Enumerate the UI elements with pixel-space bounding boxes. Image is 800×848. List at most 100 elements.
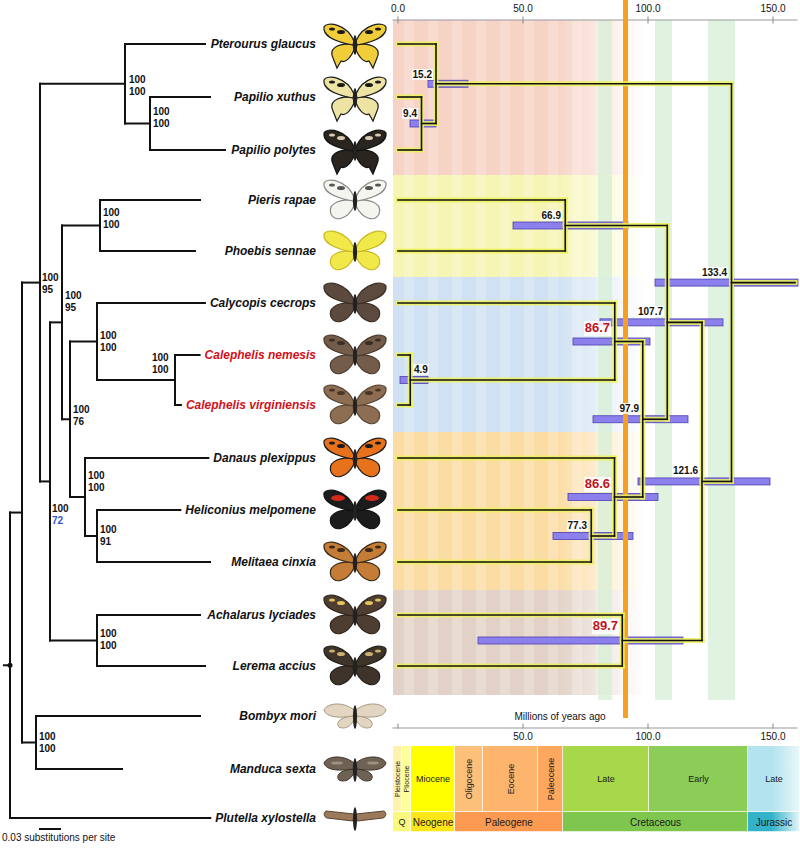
phylogram-branch <box>62 225 100 227</box>
butterfly-hindwing <box>330 458 354 477</box>
moth-hindwing <box>338 769 354 781</box>
insect-body <box>353 191 357 211</box>
butterfly-hindwing <box>356 355 380 374</box>
species-name: Lerema accius <box>233 658 316 674</box>
axis-title: Millions of years ago <box>514 711 605 723</box>
butterfly-hindwing <box>356 303 380 322</box>
wing-spot <box>365 652 373 656</box>
chronogram-branch <box>398 250 565 252</box>
butterfly-hindwing <box>330 666 354 685</box>
support-value: 100 <box>103 207 120 219</box>
support-value: 100 <box>100 330 117 342</box>
wing-spot <box>329 649 335 652</box>
butterfly-hindwing <box>356 666 380 685</box>
support-value: 91 <box>100 536 111 548</box>
butterfly-forewing <box>356 77 386 98</box>
butterfly-forewing <box>324 646 354 667</box>
wing-spot <box>365 30 373 34</box>
moth-hindwing <box>338 716 354 728</box>
chronogram-branch <box>398 96 422 98</box>
butterfly-hindwing <box>332 97 354 121</box>
wing-mark <box>367 761 379 764</box>
time-axis <box>393 20 797 21</box>
support-value: 100 <box>52 503 69 515</box>
node-age: 15.2 <box>412 69 433 81</box>
node-age: 86.6 <box>584 477 611 492</box>
wing-spot <box>337 341 345 345</box>
branch-glow <box>591 534 614 539</box>
phylogram-branch <box>50 640 97 642</box>
wing-spot <box>375 598 381 601</box>
support-value: 72 <box>52 515 63 527</box>
butterfly-forewing <box>356 335 386 356</box>
chronogram-branch <box>732 282 796 284</box>
timescale-label: Paleogene <box>485 817 533 828</box>
butterfly-forewing <box>356 180 386 201</box>
butterfly-forewing <box>356 542 386 563</box>
insect-body <box>353 294 357 314</box>
support-value: 100 <box>42 272 59 284</box>
phylogram-branch <box>36 768 122 770</box>
branch-glow <box>398 456 615 461</box>
scale-bar-label: 0.03 substitutions per site <box>2 832 115 844</box>
phylogram-branch <box>100 199 200 201</box>
species-name: Heliconius melpomene <box>185 502 316 518</box>
epoch-cell: Late <box>563 746 649 812</box>
axis-tick <box>398 724 399 728</box>
wing-spot <box>365 341 373 345</box>
wing-spot <box>375 80 381 83</box>
phylogram-branch <box>85 535 97 537</box>
moth-forewing <box>356 757 386 770</box>
butterfly-hindwing <box>356 97 378 121</box>
butterfly-hindwing <box>332 44 354 68</box>
phylogram-branch <box>150 96 210 98</box>
epoch-cell: Miocene <box>411 746 455 812</box>
insect-body <box>353 449 357 469</box>
species-name: Phoebis sennae <box>225 243 316 259</box>
insect-body <box>353 657 357 677</box>
axis-tick-label: 0.0 <box>391 3 405 15</box>
timescale-label: Miocene <box>416 774 450 784</box>
butterfly-forewing <box>356 385 386 406</box>
node-age: 97.9 <box>619 403 640 415</box>
hpd-bar <box>600 319 723 326</box>
chronogram-branch <box>622 640 702 642</box>
node-age: 121.6 <box>672 465 699 477</box>
wing-spot <box>337 186 345 190</box>
chronogram-branch <box>410 379 615 381</box>
branch-glow <box>615 339 643 344</box>
root-dot <box>8 663 13 668</box>
butterfly-forewing <box>324 24 354 45</box>
branch-glow <box>398 249 565 254</box>
stage-stripe <box>708 20 735 700</box>
butterfly-hindwing <box>330 200 354 219</box>
wing-spot <box>337 444 345 448</box>
branch-glow <box>398 508 591 513</box>
scale-bar <box>40 828 60 830</box>
wing-spot <box>365 136 373 140</box>
support-value: 100 <box>152 352 169 364</box>
support-value: 95 <box>65 302 76 314</box>
species-name: Calycopis cecrops <box>210 295 316 311</box>
wing-spot <box>337 83 345 87</box>
moth-wing <box>324 811 354 821</box>
wing-spot <box>329 183 335 186</box>
butterfly-hindwing <box>330 562 354 581</box>
butterfly-forewing <box>356 283 386 304</box>
phylogram-branch <box>125 43 205 45</box>
butterfly-hindwing <box>356 458 380 477</box>
timescale-label: Jurassic <box>756 817 793 828</box>
insect-body <box>353 396 357 416</box>
wing-spot <box>365 391 373 395</box>
wing-spot <box>337 136 345 140</box>
phylogram-branch <box>40 480 50 482</box>
wing-spot <box>329 388 335 391</box>
species-name: Papilio polytes <box>231 142 316 158</box>
wing-spot <box>375 649 381 652</box>
node-age: 66.9 <box>541 210 562 222</box>
butterfly-forewing <box>324 595 354 616</box>
wing-spot <box>329 133 335 136</box>
hpd-bar <box>553 533 633 540</box>
wing-spot <box>337 30 345 34</box>
node-age: 86.7 <box>584 321 611 336</box>
